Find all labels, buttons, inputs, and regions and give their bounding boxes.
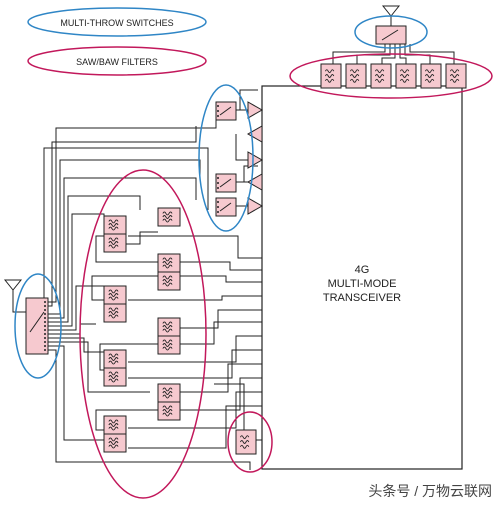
amplifier-icon: [246, 125, 263, 143]
left-switch-symbol: [29, 311, 45, 333]
switch-contact-dot: [44, 313, 46, 315]
filter-icon: [103, 215, 127, 235]
amplifier-icon: [246, 173, 263, 191]
transceiver-label-line2: MULTI-MODE: [328, 278, 397, 290]
top-filter-icon: [445, 63, 467, 89]
transceiver-label-line1: 4G: [355, 264, 370, 276]
switch-contact-dot: [44, 341, 46, 343]
amplifier-switch-column: [215, 101, 237, 217]
legend-filter-label: SAW/BAW FILTERS: [76, 57, 158, 67]
left-switch: [25, 297, 49, 355]
filter-icon: [103, 303, 127, 323]
filter-icon: [103, 285, 127, 305]
filter-grid-highlight: [79, 169, 207, 499]
filter-icon: [157, 253, 181, 273]
legend-switch-label: MULTI-THROW SWITCHES: [60, 18, 173, 28]
filter-icon: [157, 335, 181, 355]
transceiver-block: [261, 85, 463, 470]
filter-icon: [157, 317, 181, 337]
filter-grid: [103, 207, 181, 453]
filter-icon: [103, 349, 127, 369]
switch-contact-dot: [44, 333, 46, 335]
top-filter-row: [320, 63, 467, 89]
left-antenna-icon: [3, 279, 23, 291]
top-filter-icon: [420, 63, 442, 89]
switch-contact-dot: [44, 309, 46, 311]
filter-icon: [157, 207, 181, 227]
amplifier-icon: [247, 151, 264, 169]
amp-switch-highlight: [198, 84, 254, 232]
top-filter-icon: [370, 63, 392, 89]
filter-icon: [157, 271, 181, 291]
top-antenna-icon: [381, 5, 401, 17]
small-switch-icon: [215, 197, 237, 217]
switch-contact-dot: [44, 345, 46, 347]
saw-filter-highlight: [227, 411, 273, 473]
switch-contact-dot: [44, 349, 46, 351]
switch-contact-dot: [44, 337, 46, 339]
filter-icon: [103, 415, 127, 435]
top-filter-icon: [395, 63, 417, 89]
amplifier-icon: [247, 197, 264, 215]
top-filter-icon: [320, 63, 342, 89]
filter-icon: [157, 383, 181, 403]
bottom-saw-filter: [235, 429, 257, 455]
top-filter-icon: [345, 63, 367, 89]
switch-contact-dot: [44, 321, 46, 323]
left-switch-contacts: [44, 301, 46, 351]
legend-filter-ellipse: [27, 46, 207, 76]
top-switch-highlight: [354, 15, 428, 49]
switch-contact-dot: [44, 325, 46, 327]
top-filter-highlight: [289, 53, 493, 99]
left-switch-highlight: [14, 273, 62, 379]
transceiver-label-line3: TRANSCEIVER: [323, 292, 401, 304]
filter-icon: [103, 433, 127, 453]
filter-icon: [157, 401, 181, 421]
switch-contact-dot: [44, 329, 46, 331]
saw-filter-icon: [235, 429, 257, 455]
filter-icon: [103, 367, 127, 387]
top-switch-symbol: [381, 29, 399, 41]
filter-icon: [103, 233, 127, 253]
switch-contact-dot: [44, 301, 46, 303]
switch-contact-dot: [44, 305, 46, 307]
legend-switch-ellipse: [27, 7, 207, 37]
small-switch-icon: [215, 173, 237, 193]
amplifier-icon: [247, 101, 264, 119]
small-switch-icon: [215, 101, 237, 121]
amplifier-column: [246, 101, 264, 215]
watermark-text: 头条号 / 万物云联网: [368, 483, 492, 499]
switch-contact-dot: [44, 317, 46, 319]
top-switch: [375, 25, 407, 45]
